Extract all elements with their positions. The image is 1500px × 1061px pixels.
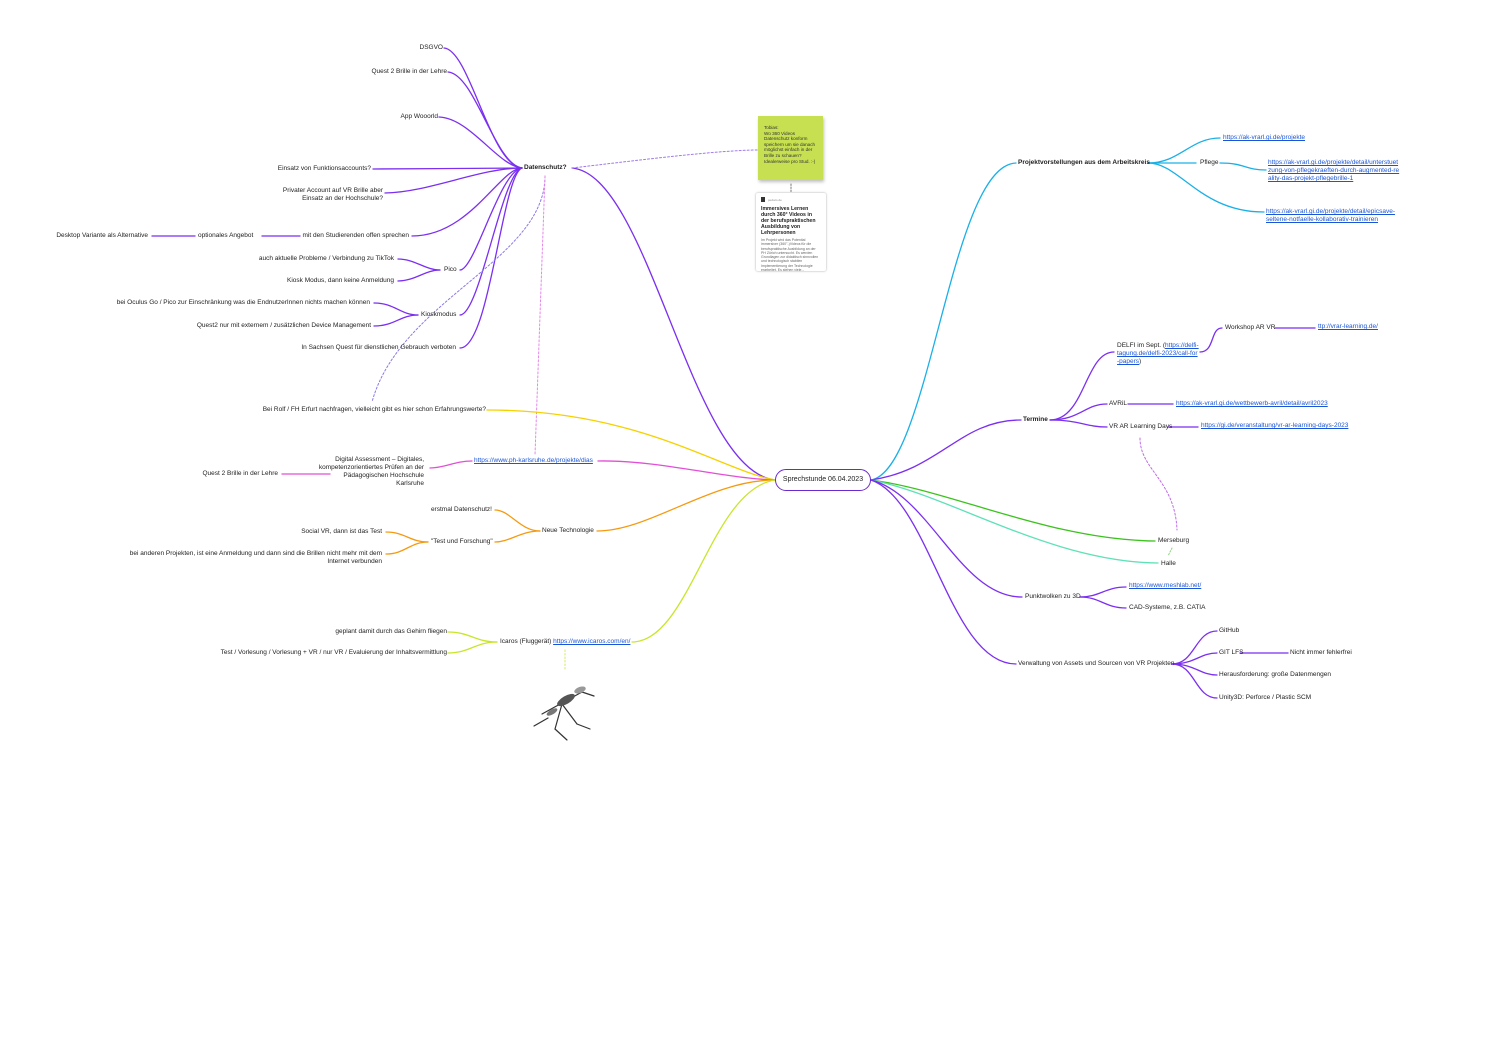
connector-icaros — [631, 479, 776, 643]
kiosk-quest2-node[interactable]: Quest2 nur mit externem / zusätzlichen D… — [196, 322, 371, 329]
kioskmodus-node[interactable]: Kioskmodus — [421, 311, 457, 318]
card-source: pedocs.de — [768, 197, 782, 202]
connector-merseburg — [870, 479, 1156, 542]
learning-days-link[interactable]: https://gi.de/veranstaltung/vr-ar-learni… — [1201, 422, 1349, 429]
nicht-fehlerfrei-node[interactable]: Nicht immer fehlerfrei — [1290, 649, 1352, 656]
gitlfs-node[interactable]: GIT LFS — [1219, 649, 1244, 656]
central-topic-node[interactable]: Sprechstunde 06.04.2023 — [775, 469, 871, 491]
privater-account-line-1: Privater Account auf VR Brille aber — [282, 187, 383, 194]
assets-node[interactable]: Verwaltung von Assets und Sourcen von VR… — [1018, 660, 1175, 667]
vorlesung-node[interactable]: Test / Vorlesung / Vorlesung + VR / nur … — [220, 649, 447, 656]
connector-rolf — [486, 409, 776, 481]
offen-sprechen-node[interactable]: mit den Studierenden offen sprechen — [302, 232, 409, 239]
funktionsaccounts-node[interactable]: Einsatz von Funktionsaccounts? — [277, 165, 371, 172]
test-forschung-node[interactable]: "Test und Forschung" — [431, 538, 493, 545]
app-wooorld-node[interactable]: App Wooorld — [400, 113, 438, 120]
document-icon — [761, 197, 765, 202]
privater-account-node[interactable]: Privater Account auf VR Brille aber Eins… — [283, 187, 383, 203]
pflege-node[interactable]: Pflege — [1200, 159, 1219, 166]
workshop-link[interactable]: ttp://vrar-learning.de/ — [1318, 323, 1378, 330]
learning-days-node[interactable]: VR AR Learning Days — [1109, 423, 1173, 430]
connector-ph — [597, 460, 776, 481]
optionales-angebot-node[interactable]: optionales Angebot — [198, 232, 254, 239]
delfi-prefix: DELFI im Sept. ( — [1117, 342, 1166, 349]
sachsen-node[interactable]: In Sachsen Quest für dienstlichen Gebrau… — [301, 344, 456, 351]
epicsave-link[interactable]: https://ak-vrarl.gi.de/projekte/detail/e… — [1266, 208, 1395, 223]
dsgvo-node[interactable]: DSGVO — [419, 44, 443, 51]
connector-neue-technologie — [596, 479, 776, 532]
sticky-note-text: Tobias: Wo 360 Videos Datenschutz konfor… — [764, 125, 816, 164]
kiosk-oculus-node[interactable]: bei Oculus Go / Pico zur Einschränkung w… — [116, 299, 370, 306]
erstmal-datenschutz-node[interactable]: erstmal Datenschutz! — [430, 506, 492, 513]
punktwolken-node[interactable]: Punktwolken zu 3D — [1025, 593, 1081, 600]
datenschutz-node[interactable]: Datenschutz? — [524, 164, 567, 171]
icaros-label: Icaros (Fluggerät) — [500, 638, 552, 645]
pico-tiktok-node[interactable]: auch aktuelle Probleme / Verbindung zu T… — [258, 255, 394, 262]
icaros-node[interactable]: Icaros (Fluggerät) https://www.icaros.co… — [500, 638, 630, 646]
card-description: Im Projekt wird das Potential immersiver… — [761, 238, 819, 271]
avril-link[interactable]: https://ak-vrarl.gi.de/wettbewerb-avril/… — [1176, 400, 1328, 407]
pflegebrille-link[interactable]: https://ak-vrarl.gi.de/projekte/detail/u… — [1268, 159, 1400, 182]
workshop-node[interactable]: Workshop AR VR — [1225, 324, 1276, 331]
connector-punktwolken — [870, 479, 1023, 598]
halle-node[interactable]: Halle — [1161, 560, 1176, 567]
github-node[interactable]: GitHub — [1219, 627, 1240, 634]
delfi-link[interactable]: https://delfi-tagung.de/delfi-2023/call-… — [1117, 342, 1199, 365]
delfi-node[interactable]: DELFI im Sept. (https://delfi-tagung.de/… — [1117, 342, 1199, 366]
gehirn-node[interactable]: geplant damit durch das Gehirn fliegen — [335, 628, 447, 635]
pico-node[interactable]: Pico — [444, 266, 457, 273]
rolf-node[interactable]: Bei Rolf / FH Erfurt nachfragen, viellei… — [262, 406, 486, 413]
ph-karlsruhe-link[interactable]: https://www.ph-karlsruhe.de/projekte/dia… — [474, 457, 593, 464]
datenmengen-node[interactable]: Herausforderung: große Datenmengen — [1219, 671, 1332, 678]
pico-kiosk-node[interactable]: Kiosk Modus, dann keine Anmeldung — [287, 277, 394, 284]
quest2-lehre-2-node[interactable]: Quest 2 Brille in der Lehre — [202, 470, 278, 477]
connector-assets — [870, 479, 1017, 665]
desktop-variante-node[interactable]: Desktop Variante als Alternative — [56, 232, 148, 239]
digital-assessment-node[interactable]: Digital Assessment – Digitales, kompeten… — [318, 456, 424, 487]
connector-projekt — [870, 162, 1017, 481]
unity-node[interactable]: Unity3D: Perforce / Plastic SCM — [1219, 694, 1312, 701]
connector-halle — [870, 479, 1159, 564]
connector-datenschutz — [571, 167, 776, 481]
connectors-datenschutz-items — [151, 47, 523, 349]
avril-node[interactable]: AVRiL — [1109, 400, 1127, 407]
privater-account-line-2: Einsatz an der Hochschule? — [302, 195, 383, 202]
merseburg-node[interactable]: Merseburg — [1158, 537, 1190, 544]
projektvorstellungen-node[interactable]: Projektvorstellungen aus dem Arbeitskrei… — [1018, 159, 1150, 166]
delfi-suffix: ) — [1139, 358, 1142, 365]
meshlab-link[interactable]: https://www.meshlab.net/ — [1129, 582, 1202, 589]
connector-termine — [870, 419, 1022, 481]
projekte-link[interactable]: https://ak-vrarl.gi.de/projekte — [1223, 134, 1306, 141]
card-header: pedocs.de — [761, 197, 821, 202]
termine-node[interactable]: Termine — [1023, 416, 1048, 423]
link-preview-card[interactable]: pedocs.de Immersives Lernen durch 360° V… — [756, 193, 826, 271]
cad-node[interactable]: CAD-Systeme, z.B. CATIA — [1129, 604, 1206, 611]
icaros-link[interactable]: https://www.icaros.com/en/ — [553, 638, 631, 645]
neue-technologie-node[interactable]: Neue Technologie — [542, 527, 594, 534]
social-vr-node[interactable]: Social VR, dann ist das Test — [301, 528, 382, 535]
quest2-lehre-node[interactable]: Quest 2 Brille in der Lehre — [371, 68, 447, 75]
icaros-device-image[interactable] — [522, 674, 602, 744]
andere-projekte-node[interactable]: bei anderen Projekten, ist eine Anmeldun… — [129, 550, 382, 565]
sticky-note[interactable]: Tobias: Wo 360 Videos Datenschutz konfor… — [758, 116, 823, 180]
card-title: Immersives Lernen durch 360° Videos in d… — [761, 206, 816, 236]
